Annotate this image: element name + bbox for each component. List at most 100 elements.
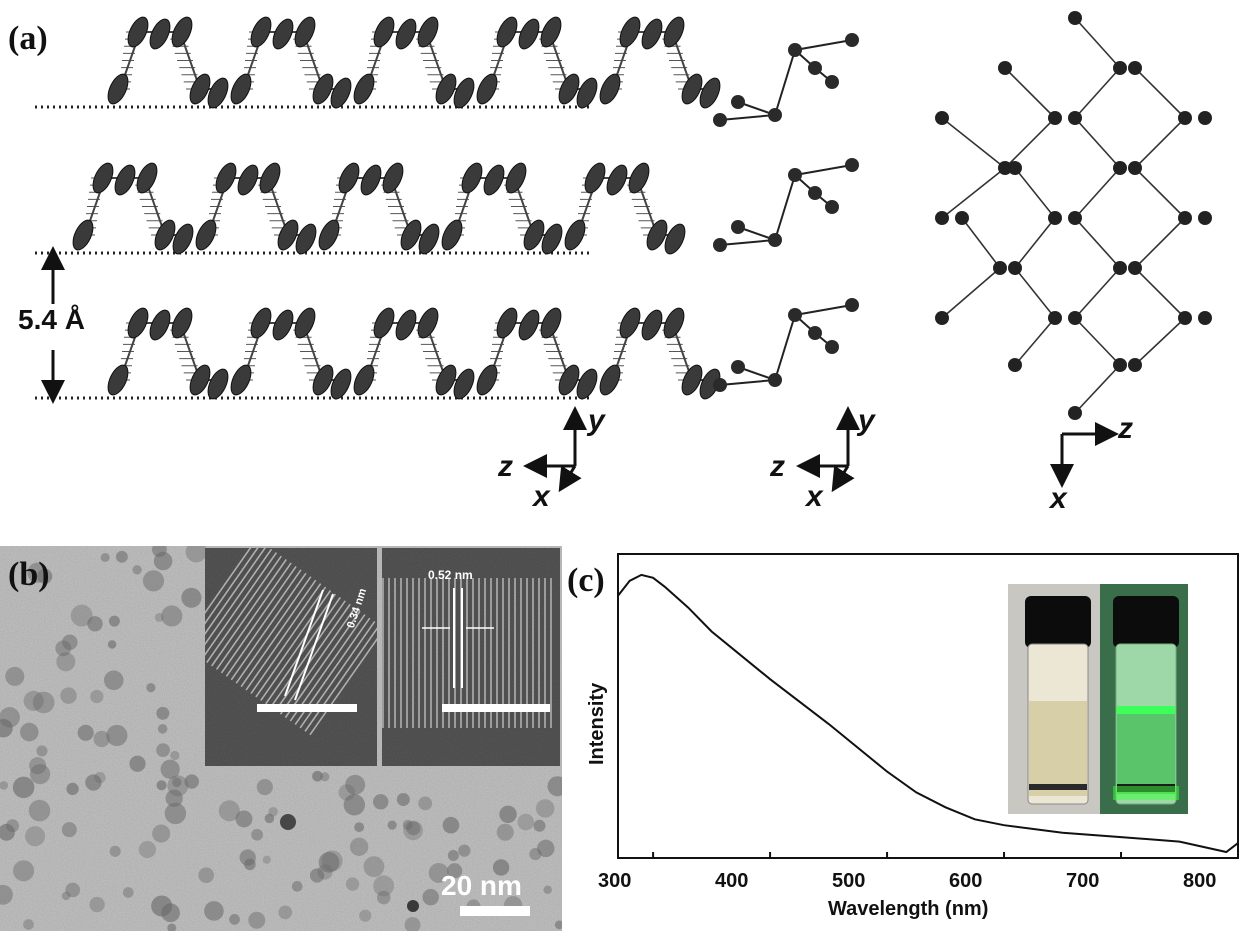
atom-bond <box>663 16 685 48</box>
atom <box>825 75 839 89</box>
atom-bond <box>558 73 580 105</box>
atom-bond <box>272 309 294 341</box>
atom-bond <box>681 73 703 105</box>
top-view-lattice <box>935 11 1212 420</box>
atom-bond <box>417 307 439 339</box>
atom-bond <box>382 162 404 194</box>
atom-bond <box>461 162 483 194</box>
lattice-atom <box>935 211 949 225</box>
atom-bond <box>353 364 375 396</box>
atom-bond <box>230 73 252 105</box>
atom-bond <box>330 368 352 400</box>
axis-triad <box>1050 422 1119 488</box>
x-ticks <box>652 852 1239 858</box>
atom <box>768 373 782 387</box>
atom-bond <box>483 164 505 196</box>
lattice-atom <box>1113 61 1127 75</box>
atom-bond <box>435 73 457 105</box>
atom-bond <box>207 368 229 400</box>
lattice-atom <box>1198 211 1212 225</box>
atom-bond <box>395 18 417 50</box>
atom-bond <box>230 364 252 396</box>
atom <box>825 200 839 214</box>
atom-bond <box>277 219 299 251</box>
axis-indicators <box>523 406 1119 493</box>
lattice-atom <box>1178 211 1192 225</box>
atom-bond <box>373 307 395 339</box>
atom-bond <box>171 307 193 339</box>
atom-bond <box>92 162 114 194</box>
x-tick-700: 700 <box>1066 870 1100 892</box>
atom-bond <box>619 16 641 48</box>
axis-1-vertical-label: y <box>588 404 605 437</box>
atom-bond <box>681 364 703 396</box>
atom-bond <box>154 219 176 251</box>
lattice-atom <box>1068 111 1082 125</box>
atom-bond <box>189 73 211 105</box>
atom-bond <box>584 162 606 194</box>
atom-bond <box>330 77 352 109</box>
atom-bond <box>453 368 475 400</box>
atom-bond <box>518 18 540 50</box>
lattice-atom <box>1198 311 1212 325</box>
atom-bond <box>107 364 129 396</box>
zigzag-layer <box>72 162 686 255</box>
atom-bond <box>189 364 211 396</box>
atom-bond <box>641 18 663 50</box>
atom-bond <box>418 223 440 255</box>
atom-bond <box>664 223 686 255</box>
spacing-label: 5.4 Å <box>16 304 87 336</box>
emission-spectrum-chart <box>617 553 1239 859</box>
atom-bond <box>558 364 580 396</box>
lattice-atom <box>1128 358 1142 372</box>
atom-bond <box>541 223 563 255</box>
spectrum-line <box>617 573 1239 854</box>
atom-bond <box>215 162 237 194</box>
atom-bond <box>453 77 475 109</box>
lattice-atom <box>1068 11 1082 25</box>
lattice-fringes-1 <box>205 548 377 766</box>
hrtem-inset-2 <box>382 548 560 766</box>
atom-bond <box>107 73 129 105</box>
hrtem-inset-1 <box>205 548 377 766</box>
layered-structure <box>35 16 721 400</box>
atom <box>768 233 782 247</box>
atom-bond <box>338 162 360 194</box>
atom-bond <box>272 18 294 50</box>
atom-bond <box>237 164 259 196</box>
panel-c-label: (c) <box>567 562 605 599</box>
atom-bond <box>699 77 721 109</box>
atom-bond <box>295 223 317 255</box>
lattice-fringes-2 <box>382 548 560 766</box>
atom-bond <box>171 16 193 48</box>
vial-photo-inset <box>1008 584 1188 814</box>
lattice-atom <box>1048 311 1062 325</box>
atom-bond <box>127 307 149 339</box>
lattice-atom <box>1198 111 1212 125</box>
atom-bond <box>496 307 518 339</box>
axis-3-horizontal-label: z <box>1118 412 1133 445</box>
lattice-net <box>935 11 1212 420</box>
atom-bond <box>395 309 417 341</box>
x-tick-300: 300 <box>598 870 632 892</box>
panel-a-label: (a) <box>8 20 48 57</box>
atom-bond <box>599 364 621 396</box>
atom-bond <box>540 16 562 48</box>
atom <box>713 113 727 127</box>
atom-bond <box>576 368 598 400</box>
inset-2-scale-bar <box>442 704 550 712</box>
chain-unit <box>713 158 859 252</box>
atom <box>788 308 802 322</box>
atom-bond <box>114 164 136 196</box>
side-view-chains <box>713 33 859 392</box>
inset-1-scale-bar <box>257 704 357 712</box>
scale-bar-label: 20 nm <box>441 870 522 901</box>
x-tick-600: 600 <box>949 870 983 892</box>
atom-bond <box>441 219 463 251</box>
vial-left <box>1025 596 1091 805</box>
atom-bond <box>250 307 272 339</box>
atom-bond <box>72 219 94 251</box>
lattice-atom <box>1128 261 1142 275</box>
lattice-atom <box>1008 358 1022 372</box>
atom-bond <box>312 364 334 396</box>
